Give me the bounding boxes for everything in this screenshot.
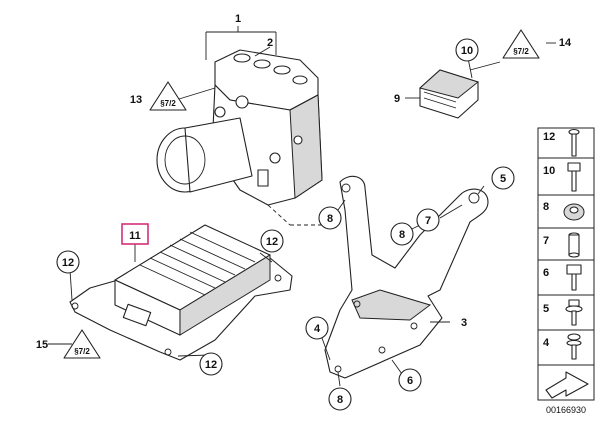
callout-12-left[interactable]: 12 xyxy=(56,250,80,274)
svg-text:8: 8 xyxy=(543,201,549,213)
warning-triangle-icon-14: §7/2 xyxy=(502,29,540,59)
rubber-mount-icon xyxy=(563,203,585,221)
callout-10[interactable]: 10 xyxy=(455,38,479,62)
sleeve-icon xyxy=(568,232,580,258)
svg-text:9: 9 xyxy=(394,93,400,105)
svg-text:8: 8 xyxy=(337,394,343,406)
svg-text:4: 4 xyxy=(543,337,550,349)
callout-12-bottom[interactable]: 12 xyxy=(199,352,223,376)
svg-text:8: 8 xyxy=(327,213,333,225)
svg-text:15: 15 xyxy=(36,339,48,351)
bolt-washer-icon xyxy=(565,299,583,326)
bracket[interactable] xyxy=(324,175,489,379)
long-bolt-icon xyxy=(568,128,580,157)
svg-text:6: 6 xyxy=(543,267,549,279)
svg-text:13: 13 xyxy=(130,94,142,106)
callout-1[interactable]: 1 xyxy=(235,13,241,25)
svg-text:12: 12 xyxy=(543,131,555,143)
svg-text:2: 2 xyxy=(267,37,273,49)
callout-6[interactable]: 6 xyxy=(398,368,422,392)
svg-text:10: 10 xyxy=(543,165,555,177)
svg-text:14: 14 xyxy=(559,37,572,49)
svg-text:4: 4 xyxy=(314,323,321,335)
svg-text:3: 3 xyxy=(461,317,467,329)
callout-13[interactable]: 13 xyxy=(130,94,142,106)
callout-8-bottom[interactable]: 8 xyxy=(328,387,352,411)
control-unit[interactable] xyxy=(69,224,293,361)
legend-item-7[interactable]: 7 xyxy=(543,232,580,258)
svg-text:§7/2: §7/2 xyxy=(74,347,90,356)
callout-8-mid[interactable]: 8 xyxy=(390,222,414,246)
svg-text:7: 7 xyxy=(425,215,431,227)
svg-text:12: 12 xyxy=(62,257,74,269)
legend-item-12[interactable]: 12 xyxy=(543,128,580,157)
short-hex-bolt-icon xyxy=(566,264,582,291)
legend-item-8[interactable]: 8 xyxy=(543,201,585,221)
warning-triangle-icon-15: §7/2 xyxy=(63,329,101,359)
svg-text:12: 12 xyxy=(205,359,217,371)
svg-text:11: 11 xyxy=(129,230,141,242)
svg-text:7: 7 xyxy=(543,235,549,247)
svg-text:6: 6 xyxy=(407,375,413,387)
svg-text:§7/2: §7/2 xyxy=(160,99,176,108)
callout-3[interactable]: 3 xyxy=(461,317,467,329)
screw-washer-icon xyxy=(566,333,582,360)
svg-text:5: 5 xyxy=(500,173,506,185)
legend-item-6[interactable]: 6 xyxy=(543,264,582,291)
callout-7[interactable]: 7 xyxy=(416,208,440,232)
svg-text:8: 8 xyxy=(399,229,405,241)
fastener-legend: 12 10 8 7 xyxy=(537,127,595,401)
svg-text:1: 1 xyxy=(235,13,241,25)
callout-8-top[interactable]: 8 xyxy=(318,206,342,230)
callout-12-right[interactable]: 12 xyxy=(260,229,284,253)
legend-item-4[interactable]: 4 xyxy=(543,333,582,360)
svg-text:10: 10 xyxy=(461,45,473,57)
callout-5[interactable]: 5 xyxy=(491,166,515,190)
callout-4[interactable]: 4 xyxy=(305,316,329,340)
connector-block[interactable] xyxy=(418,69,480,119)
svg-text:§7/2: §7/2 xyxy=(513,47,529,56)
hex-bolt-icon xyxy=(567,162,581,192)
callout-14[interactable]: 14 xyxy=(559,37,572,49)
legend-item-10[interactable]: 10 xyxy=(543,162,581,192)
svg-text:5: 5 xyxy=(543,303,549,315)
svg-text:12: 12 xyxy=(266,236,278,248)
callout-15[interactable]: 15 xyxy=(36,339,48,351)
callout-11[interactable]: 11 xyxy=(121,223,149,245)
warning-triangle-icon-13: §7/2 xyxy=(149,81,187,111)
legend-item-5[interactable]: 5 xyxy=(543,299,583,326)
callout-2[interactable]: 2 xyxy=(267,37,273,49)
abs-hydraulic-unit[interactable] xyxy=(156,49,332,226)
callout-9[interactable]: 9 xyxy=(394,93,400,105)
arrow-icon xyxy=(545,371,589,399)
diagram-reference-number: 00166930 xyxy=(546,405,586,415)
